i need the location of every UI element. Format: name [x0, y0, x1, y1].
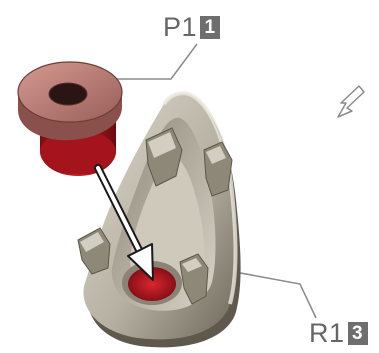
- callout-p1-text: P1: [163, 14, 197, 41]
- callout-p1: P1 1: [163, 14, 220, 41]
- callout-r1-text: R1: [309, 320, 345, 347]
- plug-p1: [18, 62, 122, 176]
- callout-r1: R1 3: [309, 320, 368, 347]
- callout-r1-badge: 3: [348, 322, 368, 345]
- expand-arrow-icon: [338, 86, 364, 117]
- callout-p1-badge: 1: [200, 16, 220, 39]
